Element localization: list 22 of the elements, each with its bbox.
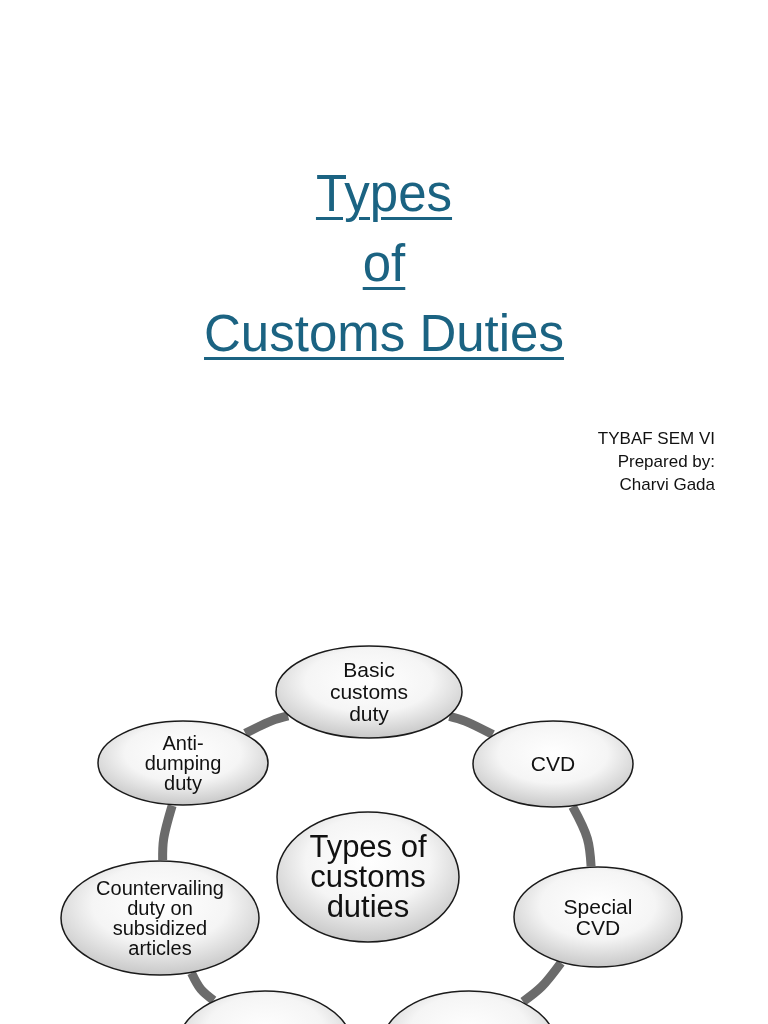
topic-oval	[276, 811, 460, 943]
oval-label: Anti-dumping duty	[143, 733, 223, 793]
duty-oval	[97, 720, 269, 806]
oval-label: Countervailing duty on subsidized articles	[95, 878, 225, 958]
byline-text: Charvi Gada	[619, 474, 715, 496]
connector-line	[243, 711, 290, 738]
duty-oval	[513, 866, 683, 968]
connector-line	[158, 804, 177, 861]
oval-label: Basic customs duty	[328, 659, 410, 725]
connector-line	[520, 960, 565, 1006]
connector-line	[568, 804, 596, 867]
duty-oval	[60, 860, 260, 976]
duty-oval	[472, 720, 634, 808]
page-title: Types of Customs Duties	[204, 164, 564, 364]
byline-text: Prepared by:	[617, 451, 715, 473]
oval-label: CVD	[529, 753, 577, 775]
connector-line	[448, 712, 495, 739]
connector-line	[187, 971, 217, 1004]
duty-oval	[275, 645, 463, 739]
oval-label: Types of customs duties	[308, 832, 428, 922]
byline-text: TYBAF SEM VI	[597, 428, 715, 450]
oval-label: Special CVD	[562, 896, 634, 938]
